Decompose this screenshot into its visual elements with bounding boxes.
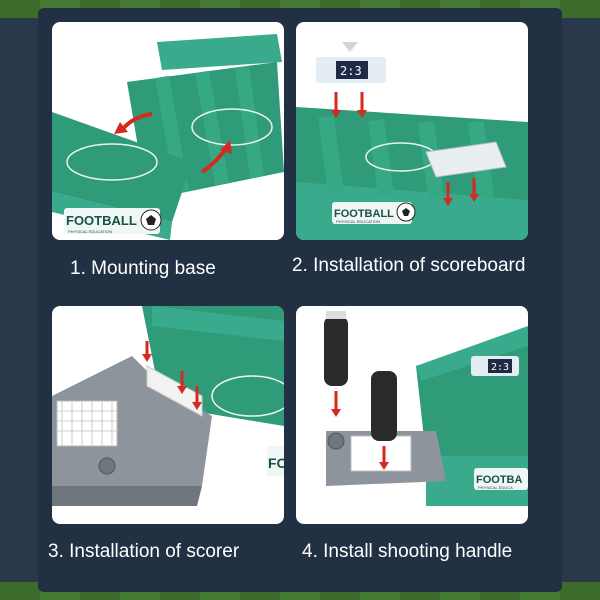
gray-goal-base	[52, 356, 212, 486]
svg-text:PHYSICAL EDUCA: PHYSICAL EDUCA	[478, 485, 513, 490]
center-circle	[191, 108, 273, 146]
shooting-handle-illustration: 2:3 FOOTBA PHYSICAL EDUCA	[324, 311, 528, 506]
scoreboard-illustration: 2:3 FOOTBALL PHYSICAL EDUCATION	[296, 42, 528, 240]
step-3-image: FO	[52, 306, 284, 524]
handle-socket	[98, 457, 116, 475]
football-logo-text: FO	[268, 455, 284, 471]
trophy-icon	[342, 42, 358, 52]
svg-text:PHYSICAL EDUCATION: PHYSICAL EDUCATION	[68, 229, 112, 234]
step-2-caption: 2. Installation of scoreboard	[292, 255, 526, 276]
handle-socket	[327, 432, 345, 450]
step-1-caption: 1. Mounting base	[70, 258, 216, 279]
score-display: 2:3	[491, 362, 509, 373]
step-1-image: FOOTBALL PHYSICAL EDUCATION	[52, 22, 284, 240]
svg-text:PHYSICAL EDUCATION: PHYSICAL EDUCATION	[336, 219, 380, 224]
step-4-caption: 4. Install shooting handle	[302, 541, 513, 562]
football-logo-text: FOOTBALL	[66, 213, 137, 228]
step-4-image: 2:3 FOOTBA PHYSICAL EDUCA	[296, 306, 528, 524]
step-3-caption: 3. Installation of scorer	[48, 541, 240, 562]
goal-net	[56, 400, 118, 447]
shooting-handle	[371, 371, 397, 441]
goal-frame	[425, 141, 507, 178]
football-logo-text: FOOTBA	[476, 474, 522, 486]
rear-rail	[157, 34, 282, 70]
step-2-image: 2:3 FOOTBALL PHYSICAL EDUCATION	[296, 22, 528, 240]
score-display: 2:3	[340, 64, 362, 78]
goal-net	[350, 435, 412, 472]
left-field-half	[52, 112, 192, 222]
scorer-illustration: FO	[52, 306, 284, 506]
football-logo-text: FOOTBALL	[334, 208, 394, 220]
shooting-handle	[324, 316, 348, 386]
base-halves-illustration: FOOTBALL PHYSICAL EDUCATION	[52, 34, 284, 240]
